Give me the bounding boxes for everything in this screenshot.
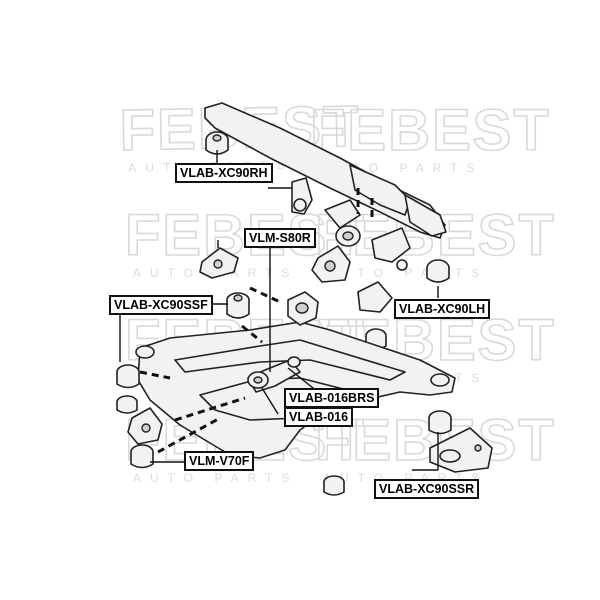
bushing-xc90ssf [226,286,281,344]
label-vlab-016: VLAB-016 [284,407,354,427]
label-vlab-xc90lh: VLAB-XC90LH [394,299,491,319]
bracket-left-upper [199,240,239,279]
label-vlab-xc90rh: VLAB-XC90RH [175,163,273,183]
upper-cross-member [204,102,447,239]
watermark-brand: FEBEST [310,98,551,163]
torque-rod-016 [247,356,301,393]
mount-vlm-s80r [311,188,411,283]
mount-xc90ssr [428,410,493,473]
bushing-xc90rh [205,131,229,155]
bushing-left-stack [116,364,171,414]
label-vlab-016brs: VLAB-016BRS [284,388,380,408]
label-vlm-v70f: VLM-V70F [184,451,255,471]
label-vlab-xc90ssr: VLAB-XC90SSR [374,479,480,499]
bolt-bracket-upper [268,177,313,215]
label-vlab-xc90ssf: VLAB-XC90SSF [109,295,213,315]
watermark-sub: AUTO PARTS [133,471,298,485]
mount-vlm-v70f [127,396,246,469]
bushing-lower-center [323,475,345,496]
label-vlm-s80r: VLM-S80R [244,228,316,248]
